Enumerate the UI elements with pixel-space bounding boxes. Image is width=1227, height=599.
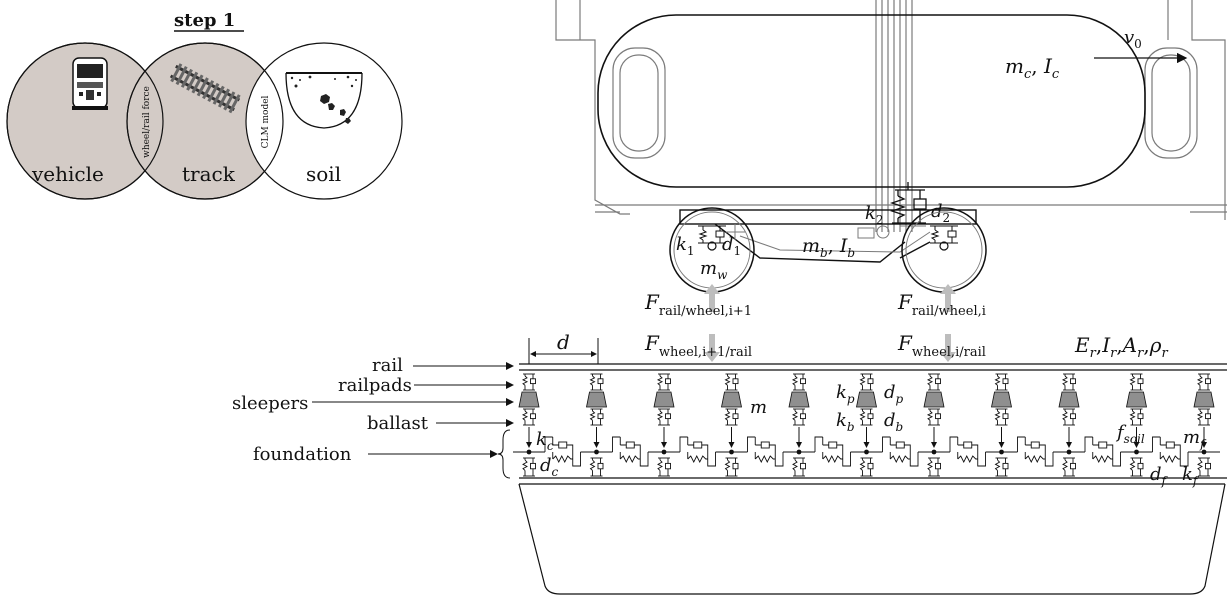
sleeper-spacing-dimension	[528, 338, 599, 364]
symbol-kc: kc	[536, 429, 554, 453]
rail	[519, 363, 1227, 371]
symbol-kf: kf	[1182, 464, 1200, 488]
sleeper-unit	[1188, 373, 1220, 477]
sleeper-unit	[985, 373, 1054, 477]
symbol-mb-ib: mb, Ib	[802, 235, 855, 260]
symbol-fsoil: fsoil	[1115, 422, 1145, 446]
symbol-m: m	[750, 397, 767, 418]
force-wheel-rail-i: Fwheel,i/rail	[897, 331, 986, 360]
force-rail-wheel-i: Frail/wheel,i	[897, 290, 986, 319]
symbol-kb: kb	[836, 410, 855, 434]
rail-properties: Er,Ir,Ar,ρr	[1074, 333, 1168, 361]
sleeper-unit	[1053, 373, 1121, 477]
symbol-k1: k1	[676, 234, 695, 258]
sleeper-unit	[850, 373, 919, 477]
sleeper-unit	[715, 373, 784, 477]
track-layer-labels: rail railpads sleepers ballast foundatio…	[232, 355, 514, 479]
label-foundation: foundation	[253, 444, 352, 465]
locomotive-icon	[72, 57, 108, 110]
step-title: step 1	[174, 10, 235, 31]
rail-track-icon	[169, 63, 241, 114]
sleeper-unit	[648, 373, 716, 477]
sleeper-unit	[1120, 373, 1189, 477]
symbol-d2: d2	[931, 201, 950, 225]
symbol-mf: mf	[1183, 427, 1207, 451]
interface-wheel-rail-force: wheel/rail force	[142, 86, 152, 158]
sleeper-unit	[580, 373, 649, 477]
secondary-suspension	[889, 182, 927, 224]
soil-halfspace-icon	[285, 72, 363, 129]
symbol-dp: dp	[884, 382, 904, 406]
interface-clm-model: CLM model	[261, 95, 271, 148]
primary-suspension-right	[930, 225, 958, 244]
sleeper-unit	[513, 373, 581, 477]
symbol-v0: v0	[1124, 27, 1142, 51]
contact-force-arrows	[704, 284, 956, 362]
label-rail: rail	[372, 355, 403, 376]
symbol-k2: k2	[865, 203, 884, 227]
symbol-mw: mw	[700, 258, 728, 282]
sleeper-unit	[918, 373, 986, 477]
symbol-d1: d1	[722, 234, 741, 258]
foundation-layer	[518, 477, 1227, 595]
symbol-d-spacing: d	[557, 330, 570, 354]
symbol-kp: kp	[836, 382, 855, 406]
soil-label: soil	[306, 162, 341, 186]
soil-circle	[245, 42, 403, 200]
symbol-mc-ic: mc, Ic	[1005, 54, 1060, 82]
label-railpads: railpads	[338, 375, 412, 396]
car-body-mass	[597, 14, 1146, 188]
force-wheel-rail-i1: Fwheel,i+1/rail	[644, 331, 752, 360]
sleeper-units	[513, 373, 1220, 477]
sleeper-unit	[783, 373, 851, 477]
symbol-db: db	[884, 410, 903, 434]
force-rail-wheel-i1: Frail/wheel,i+1	[644, 290, 752, 319]
primary-suspension-left	[698, 225, 726, 244]
label-ballast: ballast	[367, 413, 429, 434]
label-sleepers: sleepers	[232, 393, 308, 414]
symbol-df: df	[1150, 464, 1169, 488]
vehicle-label: vehicle	[31, 162, 104, 186]
symbol-dc: dc	[540, 455, 559, 479]
venn-diagram: step 1	[6, 10, 403, 200]
vehicle-car-body	[555, 0, 1227, 232]
track-label: track	[182, 162, 236, 186]
